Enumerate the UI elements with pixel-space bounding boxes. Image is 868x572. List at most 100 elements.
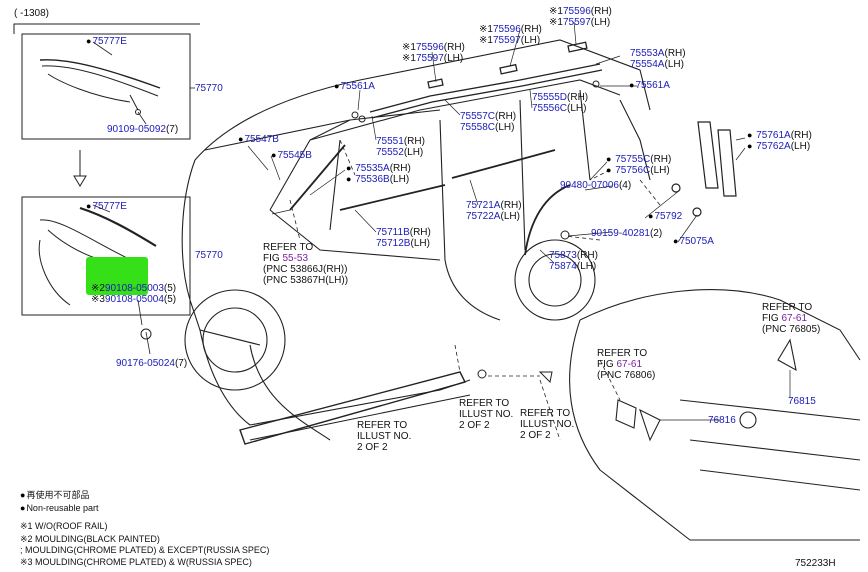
side-lh: (LH) bbox=[520, 35, 541, 46]
part-75597-lh-b[interactable]: ※175597(LH) bbox=[479, 35, 540, 46]
part-75721A-rh[interactable]: 75721A(RH) bbox=[466, 200, 522, 211]
part-75561A-left[interactable]: 75561A bbox=[334, 81, 374, 92]
part-75596-rh-b[interactable]: ※175596(RH) bbox=[479, 24, 542, 35]
part-75536B-lh[interactable]: 75536B(LH) bbox=[346, 174, 409, 185]
part-number[interactable]: 75755C bbox=[615, 154, 651, 165]
part-75777E-upper[interactable]: 75777E bbox=[86, 36, 126, 47]
ref-fig-link[interactable]: 67-61 bbox=[616, 359, 643, 370]
part-75711B-rh[interactable]: 75711B(RH) bbox=[376, 227, 431, 238]
part-75761A-rh[interactable]: 75761A(RH) bbox=[747, 130, 812, 141]
ref-fig-link[interactable]: 67-61 bbox=[781, 313, 808, 324]
note-mark-1: ※1 bbox=[479, 24, 493, 35]
part-75792[interactable]: 75792 bbox=[648, 211, 682, 222]
part-number[interactable]: 75554A bbox=[630, 59, 665, 70]
part-75770-lower[interactable]: 75770 bbox=[195, 250, 223, 261]
part-75874-lh[interactable]: 75874(LH) bbox=[549, 261, 596, 272]
part-75755C-rh[interactable]: 75755C(RH) bbox=[606, 154, 671, 165]
part-75770-upper[interactable]: 75770 bbox=[195, 83, 223, 94]
upper-inset-moulding bbox=[39, 59, 161, 115]
part-75552-lh[interactable]: 75552(LH) bbox=[376, 147, 423, 158]
part-number[interactable]: 75558C bbox=[460, 122, 496, 133]
ref-fig-55-53-row[interactable]: FIG 55-53 bbox=[263, 253, 308, 264]
part-75596-rh-a[interactable]: ※175596(RH) bbox=[402, 42, 465, 53]
side-rh: (RH) bbox=[443, 42, 465, 53]
part-75712B-lh[interactable]: 75712B(LH) bbox=[376, 238, 430, 249]
side-lh: (LH) bbox=[576, 261, 597, 272]
part-90109-05092[interactable]: 90109-05092 bbox=[107, 124, 166, 135]
inset-arrowhead bbox=[73, 175, 87, 187]
part-75551-rh[interactable]: 75551(RH) bbox=[376, 136, 425, 147]
side-lh: (LH) bbox=[500, 211, 520, 222]
side-rh: (RH) bbox=[650, 154, 672, 165]
part-76816[interactable]: 76816 bbox=[708, 415, 736, 426]
part-number[interactable]: 75596 bbox=[415, 42, 444, 53]
part-number[interactable]: 75756C bbox=[615, 165, 651, 176]
ref-illust-no-d: ILLUST NO. bbox=[459, 409, 514, 420]
part-90108-05004-row[interactable]: ※390108-05004(5) bbox=[91, 294, 176, 305]
qty: (4) bbox=[618, 180, 632, 191]
part-number[interactable]: 75551 bbox=[376, 136, 404, 147]
part-75561A-right[interactable]: 75561A bbox=[629, 80, 669, 91]
legend-note-1: ※1 W/O(ROOF RAIL) bbox=[20, 521, 108, 531]
part-75597-lh-c[interactable]: ※175597(LH) bbox=[549, 17, 610, 28]
part-number[interactable]: 75596 bbox=[492, 24, 521, 35]
part-number[interactable]: 75722A bbox=[466, 211, 501, 222]
part-90108-05004[interactable]: 90108-05004 bbox=[104, 294, 164, 305]
part-75535A-rh[interactable]: 75535A(RH) bbox=[346, 163, 411, 174]
part-number[interactable]: 75553A bbox=[630, 48, 665, 59]
side-lh: (LH) bbox=[443, 53, 464, 64]
ref-fig-67-61-c-row[interactable]: FIG 67-61 bbox=[597, 359, 642, 370]
part-75873-rh[interactable]: 75873(RH) bbox=[549, 250, 598, 261]
part-number[interactable]: 75874 bbox=[549, 261, 577, 272]
part-75554A-lh[interactable]: 75554A(LH) bbox=[630, 59, 684, 70]
part-75075A[interactable]: 75075A bbox=[673, 236, 713, 247]
part-number[interactable]: 75721A bbox=[466, 200, 501, 211]
part-90159-40281-row[interactable]: 90159-40281(2) bbox=[591, 228, 662, 239]
part-90159-40281[interactable]: 90159-40281 bbox=[591, 228, 650, 239]
part-number[interactable]: 75762A bbox=[756, 141, 791, 152]
part-75596-rh-c[interactable]: ※175596(RH) bbox=[549, 6, 612, 17]
part-90109-05092-row[interactable]: 90109-05092(7) bbox=[107, 124, 178, 135]
part-number[interactable]: 75597 bbox=[562, 17, 591, 28]
part-number[interactable]: 75535A bbox=[355, 163, 390, 174]
part-number[interactable]: 75557C bbox=[460, 111, 496, 122]
part-number[interactable]: 75761A bbox=[756, 130, 791, 141]
part-75557C-rh[interactable]: 75557C(RH) bbox=[460, 111, 516, 122]
part-90480-07006[interactable]: 90480-07006 bbox=[560, 180, 619, 191]
part-75556C-lh[interactable]: 75556C(LH) bbox=[532, 103, 586, 114]
part-number[interactable]: 75711B bbox=[376, 227, 410, 238]
part-number[interactable]: 75536B bbox=[355, 174, 390, 185]
part-75722A-lh[interactable]: 75722A(LH) bbox=[466, 211, 520, 222]
part-75762A-lh[interactable]: 75762A(LH) bbox=[747, 141, 810, 152]
part-number[interactable]: 75597 bbox=[415, 53, 444, 64]
part-90176-05024-row[interactable]: 90176-05024(7) bbox=[116, 358, 187, 369]
part-75777E-lower[interactable]: 75777E bbox=[86, 201, 126, 212]
side-lh: (LH) bbox=[410, 238, 430, 249]
part-75545B[interactable]: 75545B bbox=[271, 150, 311, 161]
part-number[interactable]: 75873 bbox=[549, 250, 577, 261]
part-75547B[interactable]: 75547B bbox=[238, 134, 278, 145]
side-lh: (LH) bbox=[389, 174, 410, 185]
part-90108-05003-row[interactable]: ※290108-05003(5) bbox=[91, 283, 176, 294]
ref-illust-no-e: ILLUST NO. bbox=[520, 419, 575, 430]
part-number[interactable]: 75555D bbox=[532, 92, 568, 103]
part-number[interactable]: 75556C bbox=[532, 103, 568, 114]
part-75553A-rh[interactable]: 75553A(RH) bbox=[630, 48, 686, 59]
ref-fig-link[interactable]: 55-53 bbox=[282, 253, 309, 264]
part-76815[interactable]: 76815 bbox=[788, 396, 816, 407]
part-90480-07006-row[interactable]: 90480-07006(4) bbox=[560, 180, 631, 191]
part-75558C-lh[interactable]: 75558C(LH) bbox=[460, 122, 514, 133]
part-75555D-rh[interactable]: 75555D(RH) bbox=[532, 92, 588, 103]
note-mark-3: ※3 bbox=[91, 294, 105, 305]
part-75756C-lh[interactable]: 75756C(LH) bbox=[606, 165, 669, 176]
part-number[interactable]: 75596 bbox=[562, 6, 591, 17]
highlight-90108-05003 bbox=[86, 257, 148, 295]
part-number[interactable]: 75712B bbox=[376, 238, 411, 249]
part-number[interactable]: 75597 bbox=[492, 35, 521, 46]
part-75597-lh-a[interactable]: ※175597(LH) bbox=[402, 53, 463, 64]
part-90176-05024[interactable]: 90176-05024 bbox=[116, 358, 175, 369]
ref-fig-67-61-b-row[interactable]: FIG 67-61 bbox=[762, 313, 807, 324]
part-number[interactable]: 75552 bbox=[376, 147, 404, 158]
roof-mouldings bbox=[369, 41, 603, 119]
part-90108-05003[interactable]: 90108-05003 bbox=[104, 283, 164, 294]
